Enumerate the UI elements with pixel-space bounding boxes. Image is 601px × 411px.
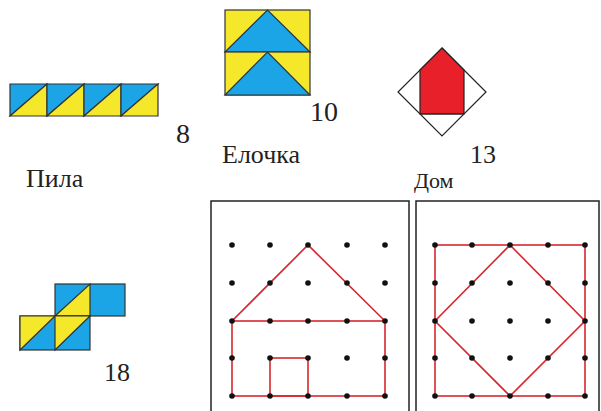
saw-figure: [10, 84, 158, 116]
figure-name: Пила: [26, 166, 83, 192]
figure-name: Дом: [414, 170, 454, 192]
figure-name: Елочка: [222, 142, 300, 168]
geoboard-house: [211, 201, 409, 411]
house-figure: [398, 48, 486, 136]
figure-number: 18: [104, 360, 130, 386]
tree-figure: [225, 10, 310, 95]
figure-number: 10: [310, 98, 338, 126]
figure-number: 13: [470, 142, 496, 168]
zigzag-figure: [20, 284, 125, 350]
figure-number: 8: [176, 120, 190, 148]
geoboard-square: [416, 201, 599, 411]
